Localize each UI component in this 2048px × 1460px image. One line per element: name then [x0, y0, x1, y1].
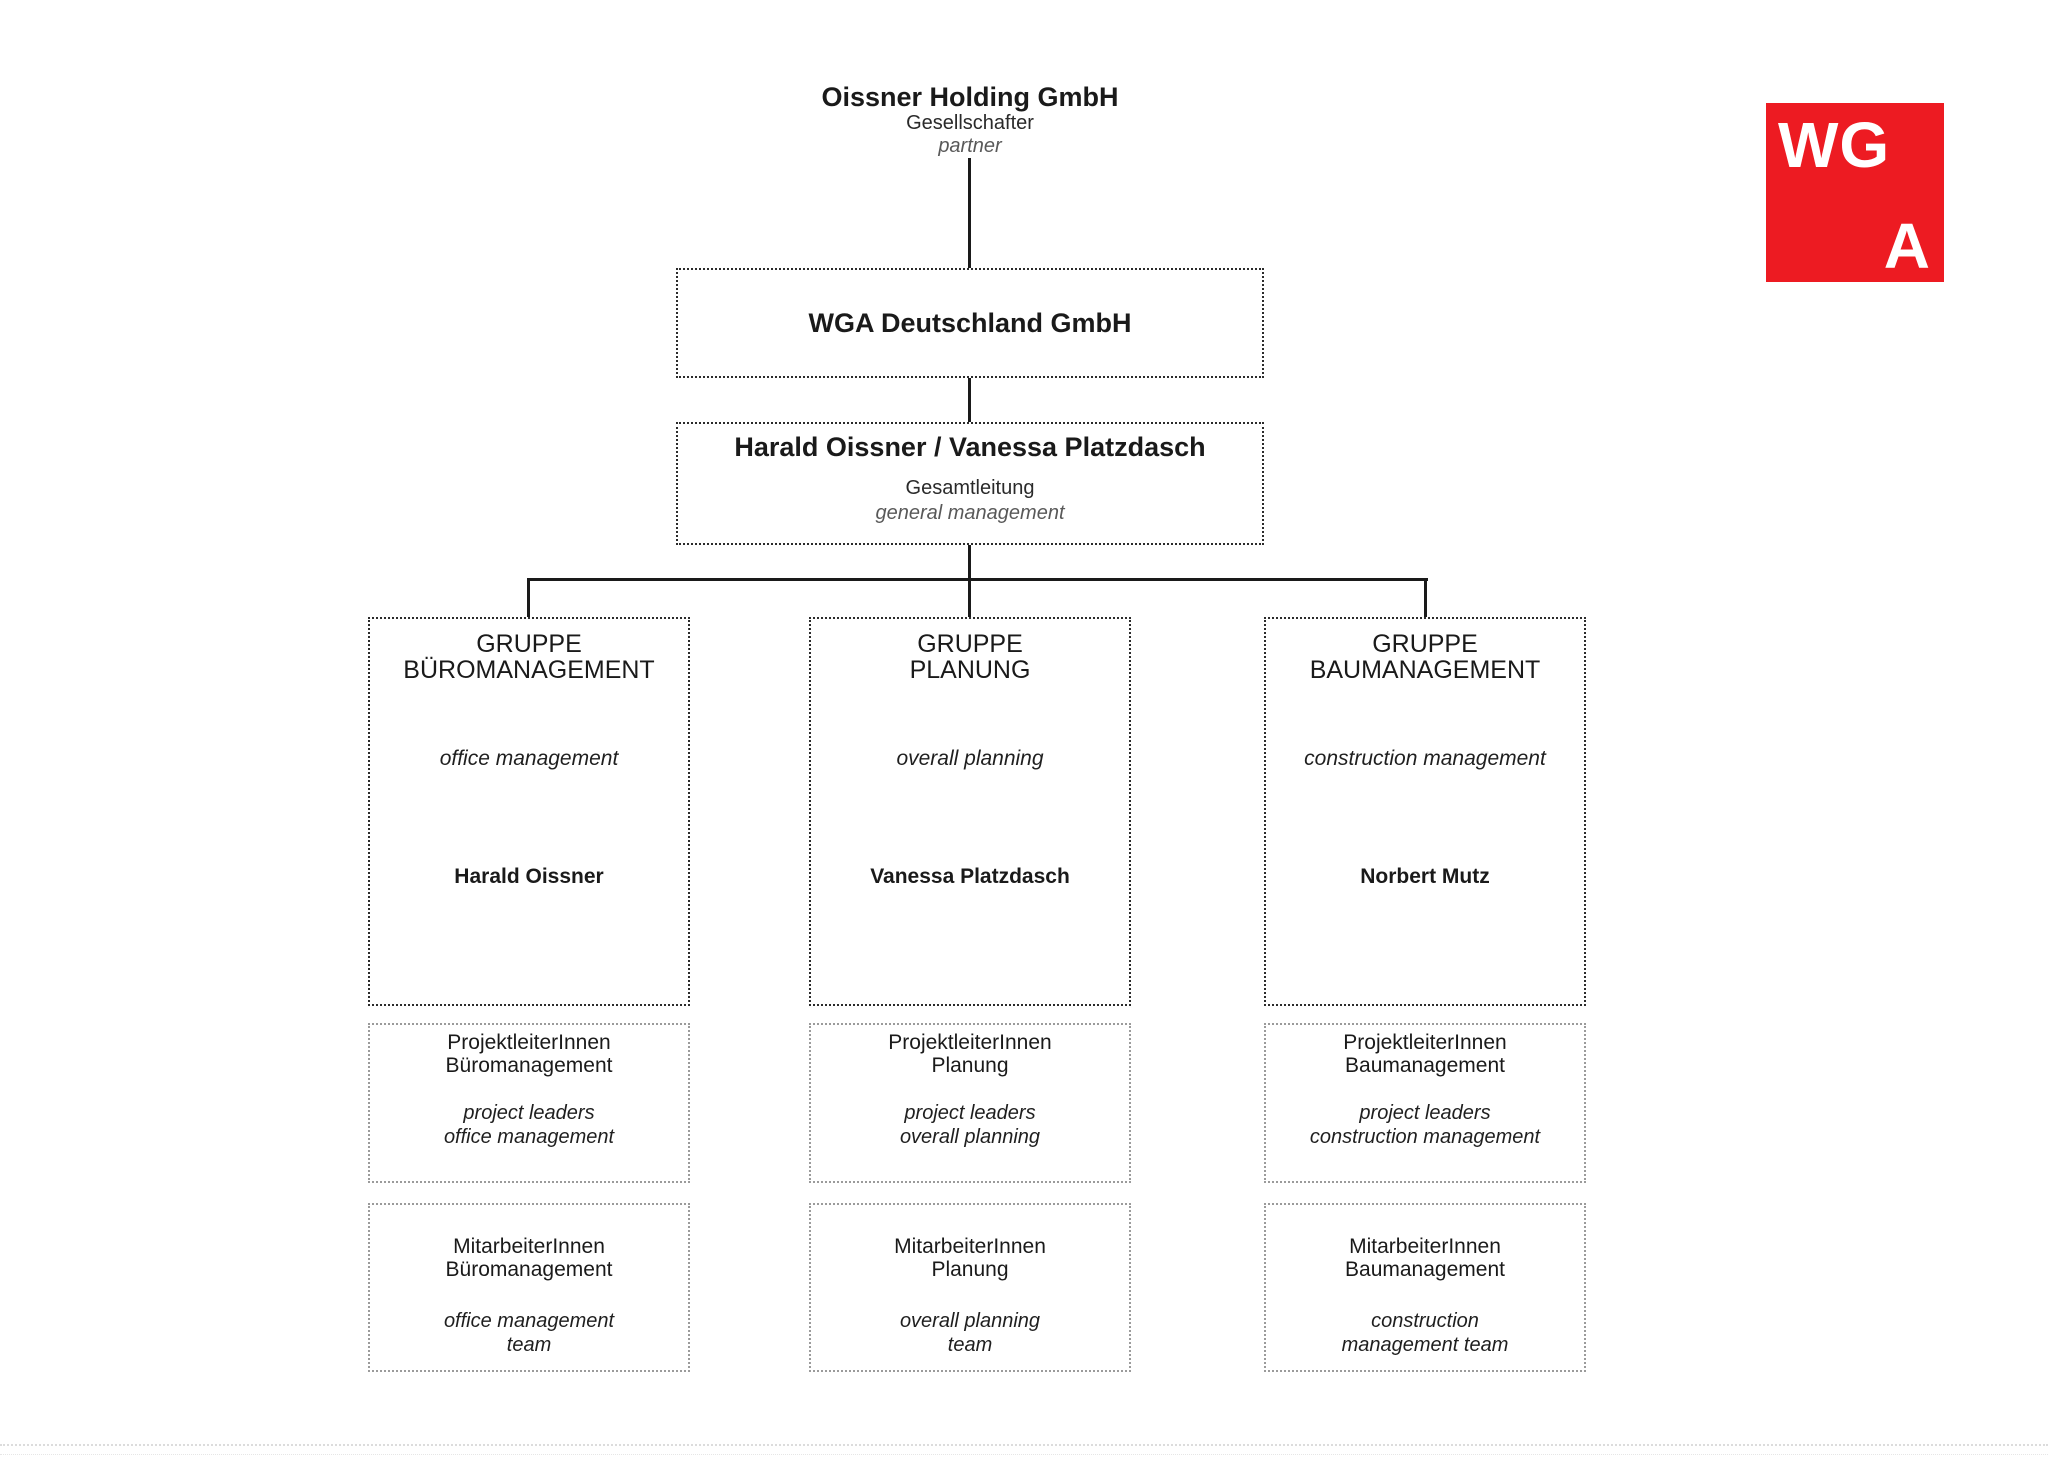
team-subtitle-line1: office management [443, 1310, 615, 1332]
team-title-line1: MitarbeiterInnen [894, 1235, 1046, 1258]
node-projectleaders-bueromanagement: ProjektleiterInnen Büromanagement projec… [368, 1023, 690, 1183]
group-lead-name: Harald Oissner [454, 865, 604, 888]
projectleaders-subtitle-line1: project leaders [463, 1102, 595, 1124]
group-subtitle-en: construction management [1304, 747, 1546, 770]
node-projectleaders-baumanagement: ProjektleiterInnen Baumanagement project… [1264, 1023, 1586, 1183]
node-team-bueromanagement: MitarbeiterInnen Büromanagement office m… [368, 1203, 690, 1372]
projectleaders-title: ProjektleiterInnen Planung [805, 1031, 1135, 1077]
logo-text-wg: WG [1778, 109, 1891, 181]
node-group-planung: GRUPPE PLANUNG overall planning Vanessa … [809, 617, 1131, 1006]
projectleaders-subtitle-line2: construction management [1309, 1126, 1541, 1148]
projectleaders-title-line1: ProjektleiterInnen [447, 1031, 611, 1054]
group-title: GRUPPE PLANUNG [801, 631, 1139, 683]
node-team-baumanagement: MitarbeiterInnen Baumanagement construct… [1264, 1203, 1586, 1372]
projectleaders-subtitle: project leaders office management [364, 1101, 694, 1149]
projectleaders-title-line2: Planung [931, 1054, 1009, 1077]
projectleaders-subtitle: project leaders construction management [1260, 1101, 1590, 1149]
wga-logo: WG A [1766, 103, 1944, 282]
team-title-line1: MitarbeiterInnen [453, 1235, 605, 1258]
team-title: MitarbeiterInnen Büromanagement [364, 1235, 694, 1281]
projectleaders-title: ProjektleiterInnen Büromanagement [364, 1031, 694, 1077]
node-team-planung: MitarbeiterInnen Planung overall plannin… [809, 1203, 1131, 1372]
group-title: GRUPPE BAUMANAGEMENT [1256, 631, 1594, 683]
team-title-line2: Büromanagement [445, 1258, 613, 1281]
group-title-line1: GRUPPE [917, 630, 1023, 658]
logo-text-a: A [1883, 210, 1930, 282]
team-subtitle-line2: team [506, 1334, 552, 1356]
projectleaders-subtitle-line2: overall planning [899, 1126, 1041, 1148]
management-role-de: Gesamtleitung [905, 477, 1035, 499]
group-title: GRUPPE BÜROMANAGEMENT [360, 631, 698, 683]
connector-holding-company [968, 158, 971, 268]
group-title-line1: GRUPPE [1372, 630, 1478, 658]
holding-role-de: Gesellschafter [906, 112, 1034, 134]
bottom-scan-artifact-2 [0, 1454, 2048, 1455]
group-subtitle-en: overall planning [896, 747, 1044, 770]
node-group-bueromanagement: GRUPPE BÜROMANAGEMENT office management … [368, 617, 690, 1006]
projectleaders-title-line2: Baumanagement [1345, 1054, 1505, 1077]
group-title-line2: BÜROMANAGEMENT [403, 656, 655, 684]
team-subtitle-line1: overall planning [899, 1310, 1041, 1332]
connector-junction-bar [528, 578, 1428, 581]
connector-drop-bueromanagement [527, 578, 530, 618]
team-subtitle: office management team [364, 1309, 694, 1357]
team-subtitle-line1: construction [1371, 1310, 1479, 1332]
team-title: MitarbeiterInnen Baumanagement [1260, 1235, 1590, 1281]
group-title-line2: PLANUNG [909, 656, 1031, 684]
node-management: Harald Oissner / Vanessa Platzdasch Gesa… [676, 422, 1264, 545]
team-title-line1: MitarbeiterInnen [1349, 1235, 1501, 1258]
projectleaders-title-line1: ProjektleiterInnen [888, 1031, 1052, 1054]
group-lead-name: Norbert Mutz [1360, 865, 1490, 888]
node-company: WGA Deutschland GmbH [676, 268, 1264, 378]
projectleaders-title-line2: Büromanagement [445, 1054, 613, 1077]
team-subtitle: overall planning team [805, 1309, 1135, 1357]
projectleaders-subtitle-line1: project leaders [904, 1102, 1036, 1124]
team-title-line2: Planung [931, 1258, 1009, 1281]
connector-company-management [968, 378, 971, 422]
team-title: MitarbeiterInnen Planung [805, 1235, 1135, 1281]
node-group-baumanagement: GRUPPE BAUMANAGEMENT construction manage… [1264, 617, 1586, 1006]
node-projectleaders-planung: ProjektleiterInnen Planung project leade… [809, 1023, 1131, 1183]
group-subtitle-en: office management [439, 747, 619, 770]
bottom-scan-artifact [0, 1444, 2048, 1446]
projectleaders-subtitle-line2: office management [443, 1126, 615, 1148]
company-title: WGA Deutschland GmbH [808, 308, 1132, 338]
holding-title: Oissner Holding GmbH [821, 82, 1119, 112]
node-holding: Oissner Holding GmbH Gesellschafter part… [720, 82, 1220, 158]
projectleaders-title: ProjektleiterInnen Baumanagement [1260, 1031, 1590, 1077]
management-title: Harald Oissner / Vanessa Platzdasch [734, 432, 1206, 462]
connector-drop-baumanagement [1424, 578, 1427, 618]
group-lead-name: Vanessa Platzdasch [870, 865, 1070, 888]
projectleaders-title-line1: ProjektleiterInnen [1343, 1031, 1507, 1054]
team-subtitle-line2: management team [1341, 1334, 1509, 1356]
projectleaders-subtitle-line1: project leaders [1359, 1102, 1491, 1124]
group-title-line2: BAUMANAGEMENT [1309, 656, 1541, 684]
projectleaders-subtitle: project leaders overall planning [805, 1101, 1135, 1149]
team-subtitle: construction management team [1260, 1309, 1590, 1357]
team-subtitle-line2: team [947, 1334, 993, 1356]
team-title-line2: Baumanagement [1345, 1258, 1505, 1281]
group-title-line1: GRUPPE [476, 630, 582, 658]
connector-management-groups [968, 545, 971, 618]
holding-role-en: partner [938, 135, 1002, 157]
management-role-en: general management [875, 502, 1065, 524]
